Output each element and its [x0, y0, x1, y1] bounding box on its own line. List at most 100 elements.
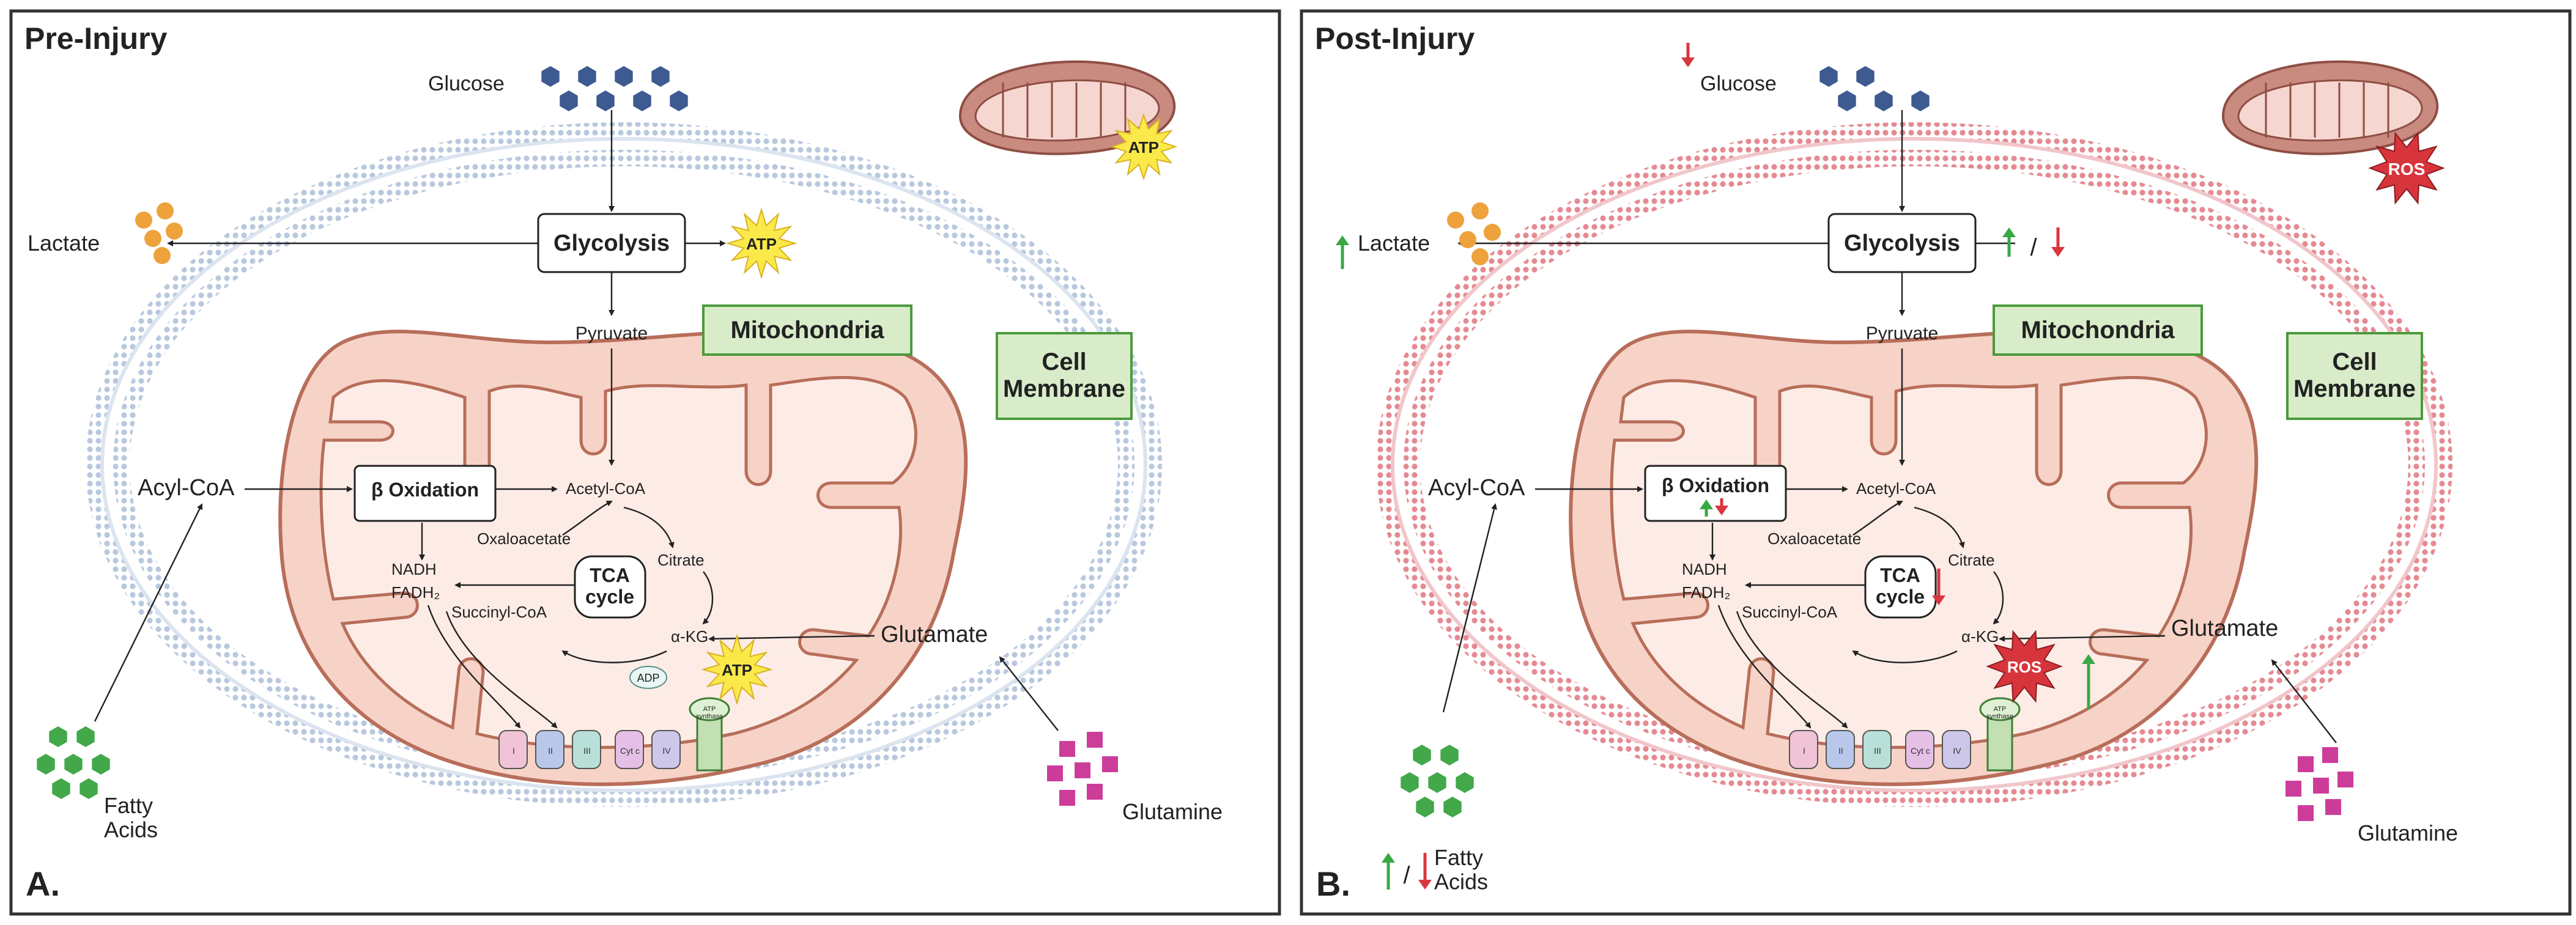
glucose-molecule: [1838, 90, 1856, 111]
etc-complex-label: IV: [1953, 746, 1961, 756]
lactate-molecule: [1471, 248, 1489, 265]
glutamine-molecule: [2298, 756, 2314, 772]
glutamine-to-glutamate-arrow: [999, 656, 1059, 731]
atp-synthase-label-line: synthase: [1986, 713, 2013, 720]
fattyacids-to-acylcoa-arrow: [94, 503, 203, 722]
glycolysis-down-arrow: [2051, 227, 2065, 257]
nadh-to-etc-arrow: [1717, 605, 1812, 729]
oxaloacetate-label: Oxaloacetate: [477, 529, 571, 548]
cell-membrane-label-line: Cell: [1042, 348, 1086, 375]
beta-oxidation-label: β Oxidation: [1662, 474, 1769, 496]
fadh2-to-etc-arrow: [1736, 611, 1848, 729]
glucose-molecule: [596, 90, 615, 111]
glucose-molecule: [1819, 66, 1838, 87]
etc-complex-label: II: [1838, 746, 1843, 756]
glutamate-to-akg-arrow: [1999, 635, 2166, 642]
adp-label: ADP: [637, 672, 659, 684]
atp-synthase-head: [1979, 697, 2021, 721]
panel-title: Pre-Injury: [24, 21, 168, 56]
ros-burst: [1986, 630, 2063, 703]
atp-synthase-label-line: ATP: [703, 706, 716, 713]
cell-membrane-label-box: [2286, 332, 2423, 420]
etc-complex: [1789, 730, 1818, 769]
nadh-to-etc-arrow: [427, 605, 521, 729]
atp-badge-burst: [1109, 112, 1178, 181]
etc-complex-label: III: [583, 746, 591, 756]
ros-badge-label: ROS: [2388, 160, 2426, 179]
lactate-molecule: [1459, 231, 1476, 248]
glutamine-molecule: [1059, 790, 1075, 806]
oxaloacetate-loop-arrow: [1852, 500, 1903, 536]
lactate-molecule: [144, 230, 161, 247]
glucose-down-arrow-head: [1681, 57, 1695, 67]
glutamine-molecule: [2298, 805, 2314, 821]
atp-label: ATP: [746, 235, 777, 253]
glucose-label: Glucose: [1700, 72, 1777, 95]
glycolysis-slash: /: [2030, 234, 2037, 261]
pyruvate-label: Pyruvate: [1866, 323, 1938, 344]
etc-complex: [651, 730, 681, 769]
akg-to-succinyl-arrow: [561, 650, 667, 663]
glutamine-label: Glutamine: [2358, 820, 2458, 846]
ros-up-arrow: [2082, 654, 2095, 709]
glucose-molecule: [633, 90, 651, 111]
lactate-molecule: [1484, 224, 1501, 241]
glucose-molecule: [541, 66, 560, 87]
acetyl-coa-label: Acetyl-CoA: [566, 479, 646, 498]
tca-cycle-label-line: cycle: [1876, 586, 1925, 608]
acetyl-coa-label: Acetyl-CoA: [1856, 479, 1936, 498]
fadh2-label: FADH₂: [391, 583, 440, 602]
panel-post-injury: Post-InjuryB.GlucoseGlycolysis/LactatePy…: [1300, 9, 2572, 916]
etc-complex-label: Cyt c: [1911, 746, 1930, 756]
cell-membrane-label-line: Membrane: [2293, 375, 2416, 402]
fattyacids-to-acylcoa-arrow: [1442, 503, 1497, 713]
fatty-acid-molecule: [92, 754, 110, 775]
mitochondria-label-box: [1993, 304, 2203, 356]
fadh2-to-etc-arrow: [445, 611, 558, 729]
beta-ox-down-arrow: [1715, 498, 1728, 515]
fatty-acid-molecule: [49, 726, 67, 747]
mitochondria-label: Mitochondria: [2021, 317, 2175, 344]
citrate-label: Citrate: [1948, 551, 1995, 569]
nadh-label: NADH: [1682, 560, 1727, 578]
fatty-acids-label-line: Acids: [1434, 869, 1488, 894]
glucose-molecule: [560, 90, 578, 111]
acyl-coa-label: Acyl-CoA: [138, 475, 235, 501]
etc-complex-label: II: [548, 746, 553, 756]
glycolysis-label: Glycolysis: [553, 230, 670, 256]
lactate-molecule: [166, 223, 183, 240]
glutamate-label: Glutamate: [881, 622, 988, 647]
fatty-acid-molecule: [1428, 772, 1446, 793]
etc-complex-label: I: [513, 746, 515, 756]
glucose-molecule: [1856, 66, 1875, 87]
citrate-to-akg-arrow: [1993, 571, 2004, 625]
beta-ox-up-arrow-head: [1700, 499, 1713, 509]
fatty-acid-molecule: [1443, 797, 1462, 817]
glutamine-molecule: [2325, 799, 2341, 815]
atp-product-label: ATP: [722, 661, 752, 679]
glutamine-to-glutamate-arrow: [2271, 659, 2337, 743]
succinyl-coa-label: Succinyl-CoA: [451, 603, 547, 621]
glycolysis-up-arrow-head: [2002, 227, 2016, 237]
glutamine-molecule: [1047, 765, 1063, 781]
beta-oxidation-box: [353, 465, 497, 522]
acetylcoa-to-citrate-arrow: [623, 506, 675, 548]
lactate-molecule: [157, 202, 174, 219]
fadh2-label: FADH₂: [1682, 583, 1730, 602]
glucose-molecule: [578, 66, 596, 87]
etc-complex-label: IV: [662, 746, 671, 756]
etc-complex: [1942, 730, 1971, 769]
fatty-acids-slash: /: [1403, 862, 1410, 889]
etc-complex: [572, 730, 601, 769]
fatty-acids-up-arrow-head: [1382, 853, 1395, 863]
etc-complex: [535, 730, 564, 769]
tca-down-arrow: [1932, 569, 1945, 605]
oxaloacetate-loop-arrow: [562, 500, 613, 536]
ros-up-arrow-head: [2082, 654, 2095, 664]
glutamine-label: Glutamine: [1122, 799, 1223, 824]
